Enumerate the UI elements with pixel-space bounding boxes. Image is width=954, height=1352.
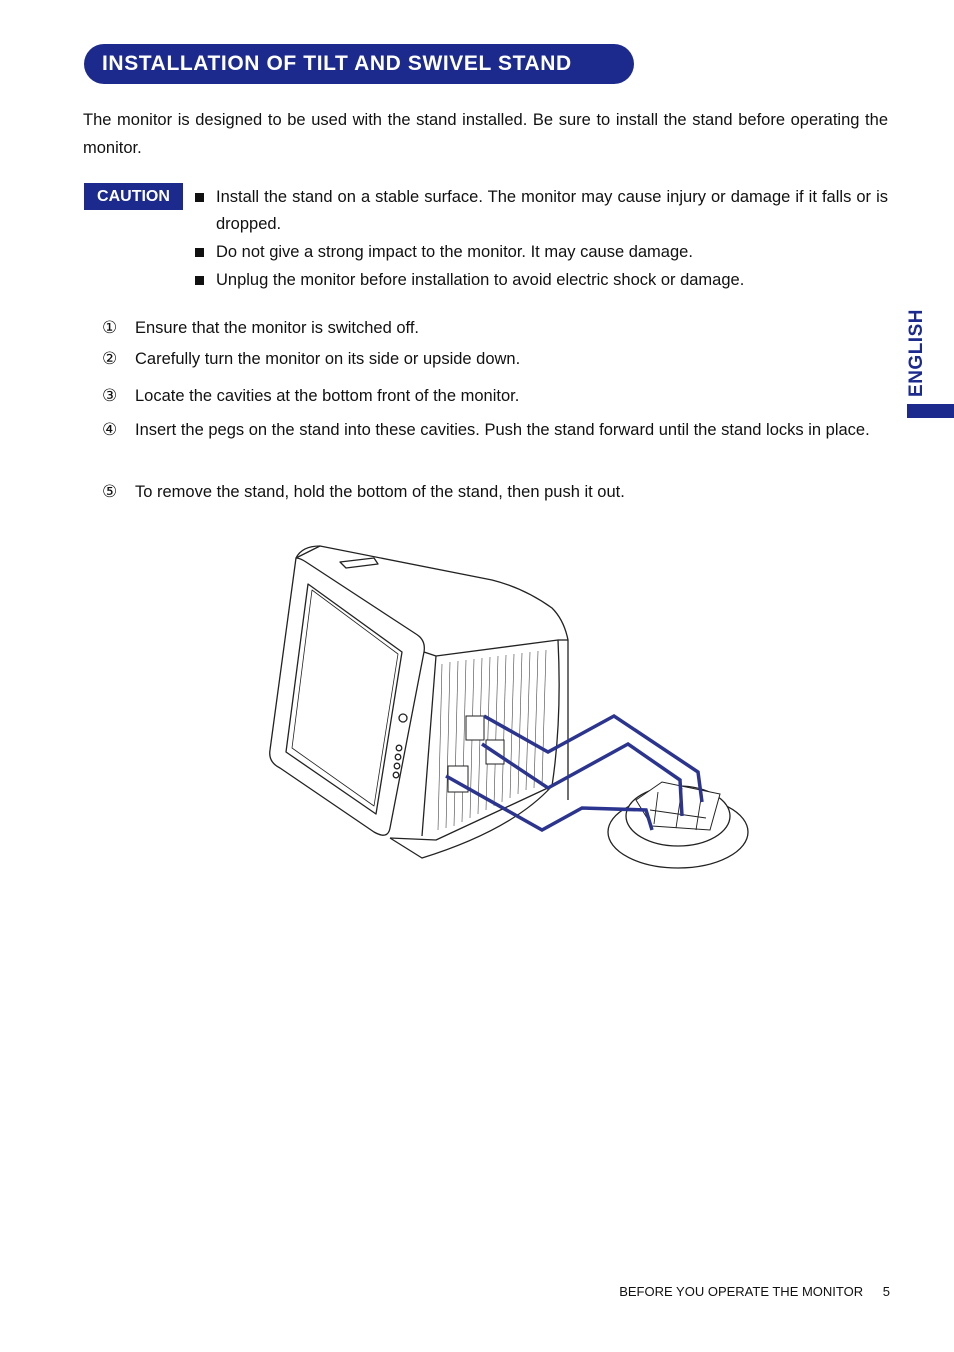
page-number: 5 <box>882 1284 890 1299</box>
step-text: Locate the cavities at the bottom front … <box>135 387 520 405</box>
step-number: ⑤ <box>102 482 118 502</box>
step-text: To remove the stand, hold the bottom of … <box>135 483 625 501</box>
step-text: Ensure that the monitor is switched off. <box>135 319 420 337</box>
step-text: Carefully turn the monitor on its side o… <box>135 350 521 368</box>
caution-item-text: Do not give a strong impact to the monit… <box>216 243 693 261</box>
step-item: ⑤ To remove the stand, hold the bottom o… <box>102 478 888 506</box>
step-item: ② Carefully turn the monitor on its side… <box>102 345 888 373</box>
bullet-square-icon <box>195 193 204 202</box>
footer-section-title: BEFORE YOU OPERATE THE MONITOR <box>619 1284 864 1299</box>
caution-badge: CAUTION <box>84 183 183 210</box>
caution-item-text: Install the stand on a stable surface. T… <box>216 188 888 233</box>
intro-paragraph: The monitor is designed to be used with … <box>83 111 888 157</box>
language-label-text: ENGLISH <box>906 309 927 397</box>
step-item: ④ Insert the pegs on the stand into thes… <box>102 416 888 444</box>
language-tab-label: ENGLISH <box>905 309 929 397</box>
caution-item: Unplug the monitor before installation t… <box>194 267 888 294</box>
language-tab-marker <box>907 404 954 418</box>
bullet-square-icon <box>195 276 204 285</box>
section-title: INSTALLATION OF TILT AND SWIVEL STAND <box>84 44 634 84</box>
step-item: ① Ensure that the monitor is switched of… <box>102 314 888 342</box>
step-number: ④ <box>102 420 118 440</box>
step-number: ① <box>102 318 118 338</box>
bullet-square-icon <box>195 248 204 257</box>
step-number: ② <box>102 349 118 369</box>
step-number: ③ <box>102 386 118 406</box>
monitor-stand-installation-illustration <box>269 545 749 869</box>
caution-list: Install the stand on a stable surface. T… <box>194 184 888 295</box>
caution-item: Install the stand on a stable surface. T… <box>194 184 888 238</box>
page-footer: BEFORE YOU OPERATE THE MONITOR 5 <box>560 1284 890 1299</box>
caution-item: Do not give a strong impact to the monit… <box>194 239 888 266</box>
step-item: ③ Locate the cavities at the bottom fron… <box>102 382 888 410</box>
step-text: Insert the pegs on the stand into these … <box>135 421 870 439</box>
caution-item-text: Unplug the monitor before installation t… <box>216 271 745 289</box>
